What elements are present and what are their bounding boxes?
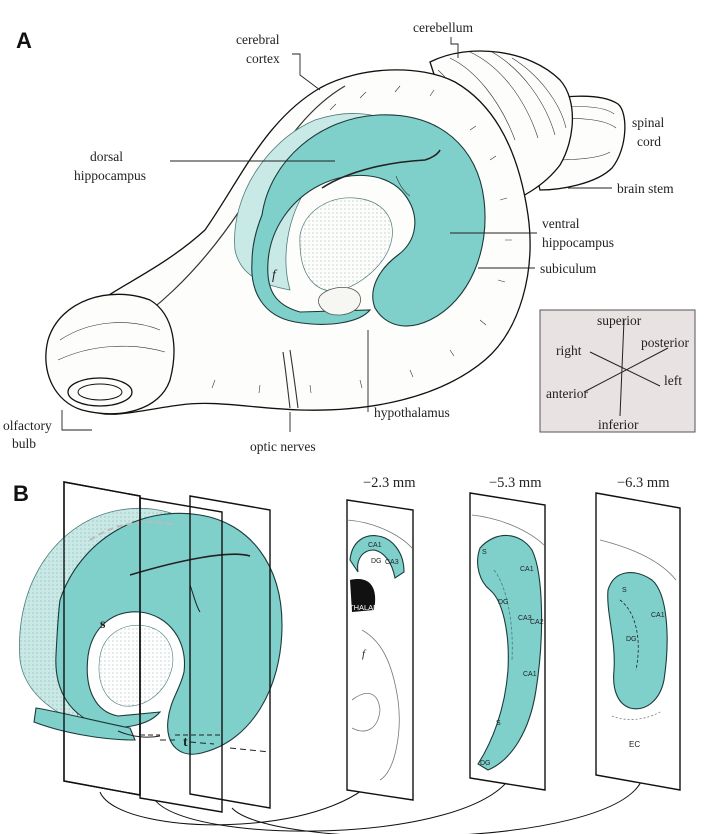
- slice1-label-dg: DG: [371, 558, 382, 565]
- hippocampus-3d: s t: [19, 508, 282, 754]
- label-dorsal-hippocampus-1: dorsal: [90, 149, 123, 164]
- label-cerebral-cortex-2: cortex: [246, 51, 280, 66]
- orient-left: left: [664, 373, 682, 388]
- label-spinal-cord-2: cord: [637, 134, 661, 149]
- label-slice-1-depth: −2.3 mm: [363, 475, 416, 491]
- slice2-label-dg-lower: DG: [480, 760, 491, 767]
- label-dorsal-hippocampus-2: hippocampus: [74, 168, 146, 183]
- slice3-label-s: S: [622, 587, 627, 594]
- slice2-label-dg: DG: [498, 599, 509, 606]
- slice2-label-ca2: CA2: [530, 619, 544, 626]
- orient-posterior: posterior: [641, 335, 689, 350]
- slice1-label-ca3: CA3: [385, 559, 399, 566]
- slice2-label-ca1: CA1: [520, 566, 534, 573]
- slice2-label-s-lower: S: [496, 720, 501, 727]
- hypothalamus-shape: [318, 287, 360, 315]
- label-cerebral-cortex-1: cerebral: [236, 32, 280, 47]
- label-optic-nerves: optic nerves: [250, 439, 316, 454]
- label-cerebellum: cerebellum: [413, 20, 473, 35]
- slice1-label-ca1: CA1: [368, 542, 382, 549]
- orient-right: right: [556, 343, 582, 358]
- coronal-slice-2: S CA1 DG CA3 CA2 CA1 S DG: [470, 493, 545, 790]
- slice1-label-thalamus: THALAMUS: [349, 603, 390, 612]
- panel-b-letter: B: [13, 481, 29, 506]
- panel-a-letter: A: [16, 28, 32, 53]
- coronal-slice-1: THALAMUS CA1 CA3 DG f: [347, 500, 413, 800]
- olfactory-bulb: [46, 294, 174, 413]
- label-slice-3-depth: −6.3 mm: [617, 475, 670, 491]
- coronal-slice-3: S CA1 DG EC: [596, 493, 680, 790]
- label-slice-2-depth: −5.3 mm: [489, 475, 542, 491]
- slice3-label-dg: DG: [626, 636, 637, 643]
- orient-superior: superior: [597, 313, 642, 328]
- label-olfactory-bulb-2: bulb: [12, 436, 36, 451]
- label-t-3d: t: [183, 735, 188, 750]
- label-spinal-cord-1: spinal: [632, 115, 664, 130]
- orient-anterior: anterior: [546, 386, 588, 401]
- label-hypothalamus: hypothalamus: [374, 405, 450, 420]
- label-brain-stem: brain stem: [617, 181, 674, 196]
- brain-drawing: [46, 51, 625, 414]
- slice3-label-ec: EC: [629, 740, 640, 749]
- slice3-label-ca1: CA1: [651, 612, 665, 619]
- orient-inferior: inferior: [598, 417, 639, 432]
- label-ventral-hippocampus-2: hippocampus: [542, 235, 614, 250]
- label-s-3d: s: [100, 617, 106, 632]
- label-subiculum: subiculum: [540, 261, 597, 276]
- slice2-label-s: S: [482, 549, 487, 556]
- slice2-label-ca1-lower: CA1: [523, 671, 537, 678]
- label-ventral-hippocampus-1: ventral: [542, 216, 580, 231]
- orientation-box: superior posterior right left anterior i…: [540, 310, 695, 432]
- label-olfactory-bulb-1: olfactory: [3, 418, 52, 433]
